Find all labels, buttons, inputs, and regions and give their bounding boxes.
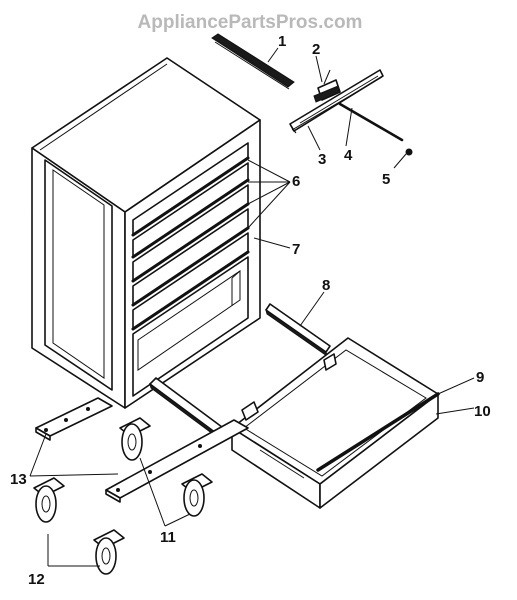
callout-12: 12 [28,571,45,588]
callout-1: 1 [278,33,286,50]
callout-11: 11 [160,529,176,546]
removed-drawer [231,337,440,509]
callout-4: 4 [344,147,353,164]
part-1-trim-strip [211,33,295,90]
watermark-text: AppliancePartsPros.com [138,12,363,33]
part-13-mounting-plate-left [35,397,113,441]
callout-7: 7 [292,241,300,258]
part-12-caster-a [33,477,65,523]
part-4-rod [338,102,404,142]
callout-8: 8 [322,277,330,294]
callout-13: 13 [10,471,27,488]
callout-6: 6 [292,173,300,190]
tool-cabinet-body [31,57,261,409]
callout-3: 3 [318,151,326,168]
part-2-bracket [313,69,341,103]
callout-5: 5 [382,171,390,188]
callout-9: 9 [476,369,484,386]
part-13-mounting-plate-right [105,419,249,503]
part-11-caster-a [119,417,151,461]
callout-2: 2 [312,41,320,58]
callout-10: 10 [474,403,491,420]
part-8-drawer-slide [265,303,331,358]
part-12-caster-b [93,529,125,575]
part-11-caster-b [181,473,213,517]
leader-lines [29,47,475,567]
part-3-rail [289,69,384,134]
part-5-screw [405,148,413,156]
